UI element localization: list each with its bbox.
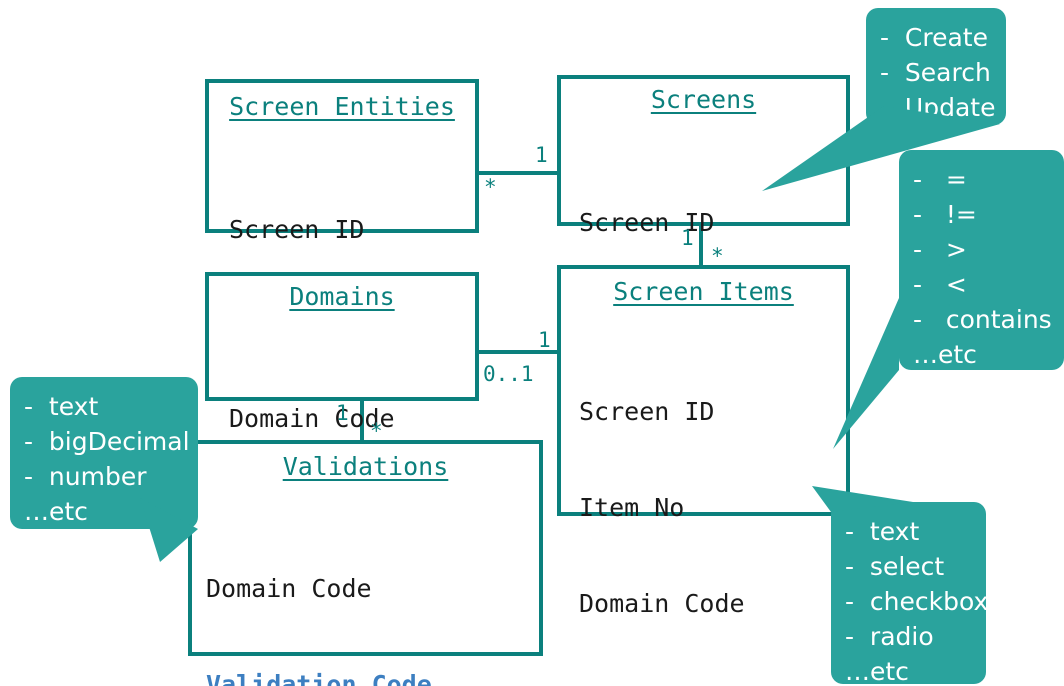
callout-line: - <: [913, 270, 967, 299]
callout-line: - !=: [913, 200, 977, 229]
entity-title-screen-entities: Screen Entities: [229, 92, 455, 121]
entity-box-screen-items[interactable]: Screen Items Screen ID Item No Domain Co…: [557, 265, 850, 686]
entity-attributes-validations: Domain Code Validation Code Validation A…: [192, 509, 539, 686]
callout-domain-types[interactable]: - text - bigDecimal - number …etc: [10, 377, 198, 529]
attribute-screen-id: Screen ID: [579, 208, 715, 237]
attribute-domain-code: Domain Code: [579, 589, 745, 618]
callout-line: - text: [845, 517, 920, 546]
callout-line: - number: [24, 462, 147, 491]
callout-line: - Update: [880, 93, 996, 122]
callout-line: - text: [24, 392, 99, 421]
cardinality-screen-entities-screens-many: *: [484, 175, 497, 199]
cardinality-screens-screen-items-one: 1: [681, 226, 694, 250]
callout-search-condition[interactable]: - = - != - > - < - contains …etc: [899, 150, 1064, 370]
entity-title-screens: Screens: [650, 85, 757, 114]
entity-title-domains: Domains: [289, 282, 395, 311]
entity-title-validations: Validations: [282, 452, 449, 481]
cardinality-screen-entities-screens-one: 1: [535, 143, 548, 167]
attribute-domain-code: Domain Code: [206, 574, 372, 603]
attribute-domain-code: Domain Code: [229, 404, 395, 433]
cardinality-domains-validations-one: 1: [336, 401, 349, 425]
entity-box-screen-entities[interactable]: Screen Entities Screen ID Entity Name: [205, 79, 479, 340]
entity-box-domains[interactable]: Domains Domain Code: [205, 272, 479, 433]
callout-line: - checkbox: [845, 587, 989, 616]
cardinality-screens-screen-items-many: *: [711, 244, 724, 268]
attribute-validation-code: Validation Code: [206, 670, 432, 686]
callout-line: - select: [845, 552, 945, 581]
callout-line: - >: [913, 235, 967, 264]
attribute-screen-id: Screen ID: [579, 397, 715, 426]
callout-line: - Search: [880, 58, 991, 87]
callout-line: - =: [913, 165, 967, 194]
attribute-screen-id: Screen ID: [229, 215, 365, 244]
callout-line: - contains: [913, 305, 1052, 334]
cardinality-domains-screen-items-one: 1: [538, 328, 551, 352]
entity-title-screen-items: Screen Items: [613, 277, 794, 306]
callout-line: - Create: [880, 23, 988, 52]
callout-line: …etc: [24, 497, 88, 526]
cardinality-domains-screen-items-zero-one: 0..1: [483, 362, 534, 386]
callout-line: - radio: [845, 622, 934, 651]
entity-box-screens[interactable]: Screens Screen ID Screen Type: [557, 75, 850, 333]
attribute-item-no: Item No: [579, 493, 685, 522]
callout-line: …etc: [845, 657, 909, 686]
callout-screen-type[interactable]: - Create - Search - Update: [866, 8, 1006, 125]
cardinality-domains-validations-many: *: [370, 419, 383, 443]
entity-box-validations[interactable]: Validations Domain Code Validation Code …: [188, 440, 543, 686]
callout-line: …etc: [913, 340, 977, 369]
entity-attributes-domains: Domain Code: [209, 339, 475, 499]
entity-attributes-screen-items: Screen ID Item No Domain Code Search Con…: [561, 332, 846, 686]
callout-component-type[interactable]: - text - select - checkbox - radio …etc: [831, 502, 989, 686]
callout-line: - bigDecimal: [24, 427, 190, 456]
